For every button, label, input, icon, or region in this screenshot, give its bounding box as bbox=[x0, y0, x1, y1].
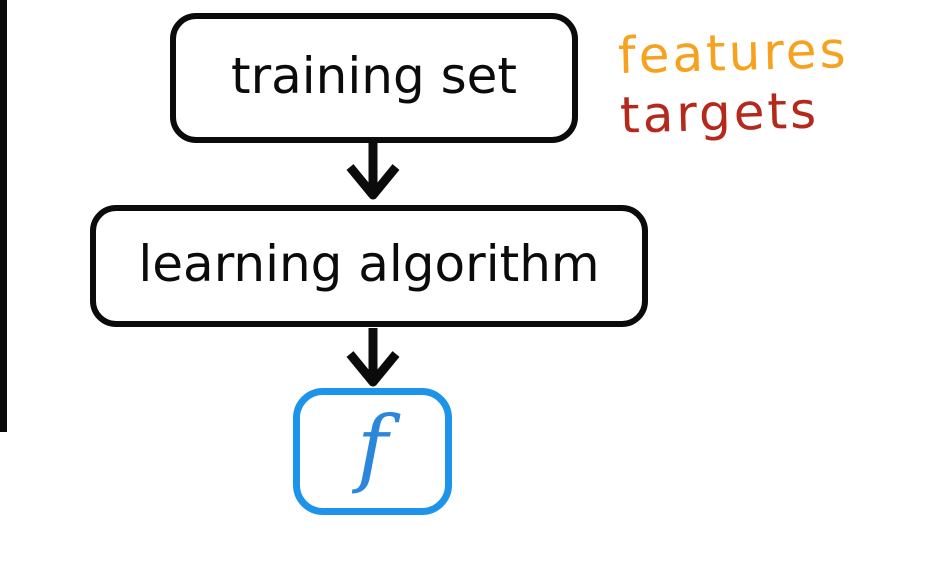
down-arrow-icon bbox=[346, 328, 400, 387]
targets-annotation: targets bbox=[619, 81, 820, 145]
learning-algorithm-label: learning algorithm bbox=[138, 235, 600, 293]
training-set-node: training set bbox=[170, 13, 578, 143]
features-annotation: features bbox=[617, 20, 850, 86]
training-set-label: training set bbox=[230, 47, 517, 105]
model-function-node: f bbox=[293, 388, 452, 515]
learning-algorithm-node: learning algorithm bbox=[90, 205, 648, 327]
down-arrow-icon bbox=[346, 141, 400, 200]
video-edge-bar bbox=[0, 0, 7, 432]
model-function-label: f bbox=[356, 397, 389, 496]
